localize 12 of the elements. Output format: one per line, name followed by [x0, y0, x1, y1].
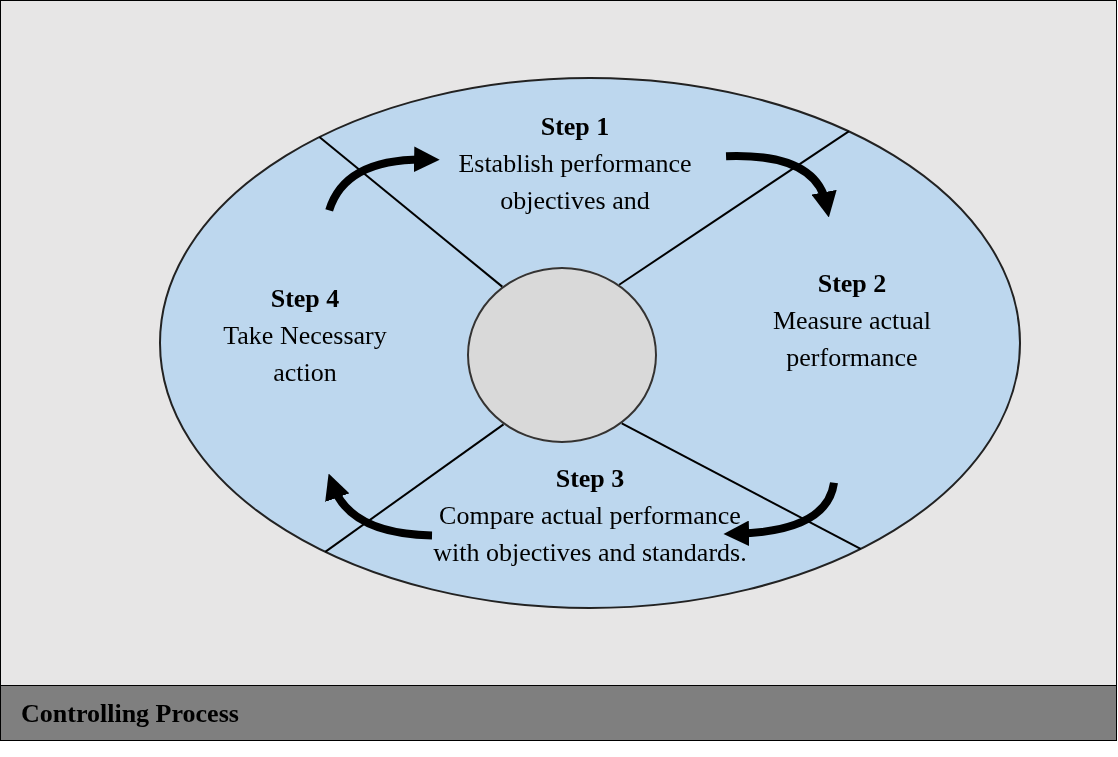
step-description: Measure actual performance [771, 305, 933, 374]
caption-text: Controlling Process [21, 697, 239, 730]
step-description: Take Necessary action [222, 320, 388, 389]
curved-arrow [726, 152, 836, 218]
step-description: Compare actual performance with objectives and standards. [432, 500, 748, 569]
step-heading: Step 4 [270, 283, 340, 315]
step-heading: Step 1 [540, 111, 610, 143]
curved-arrow [723, 481, 838, 546]
step-description: Establish performance objectives and [457, 148, 693, 217]
step-heading: Step 2 [817, 268, 887, 300]
step-heading: Step 3 [555, 463, 625, 495]
curved-arrow [325, 146, 440, 212]
